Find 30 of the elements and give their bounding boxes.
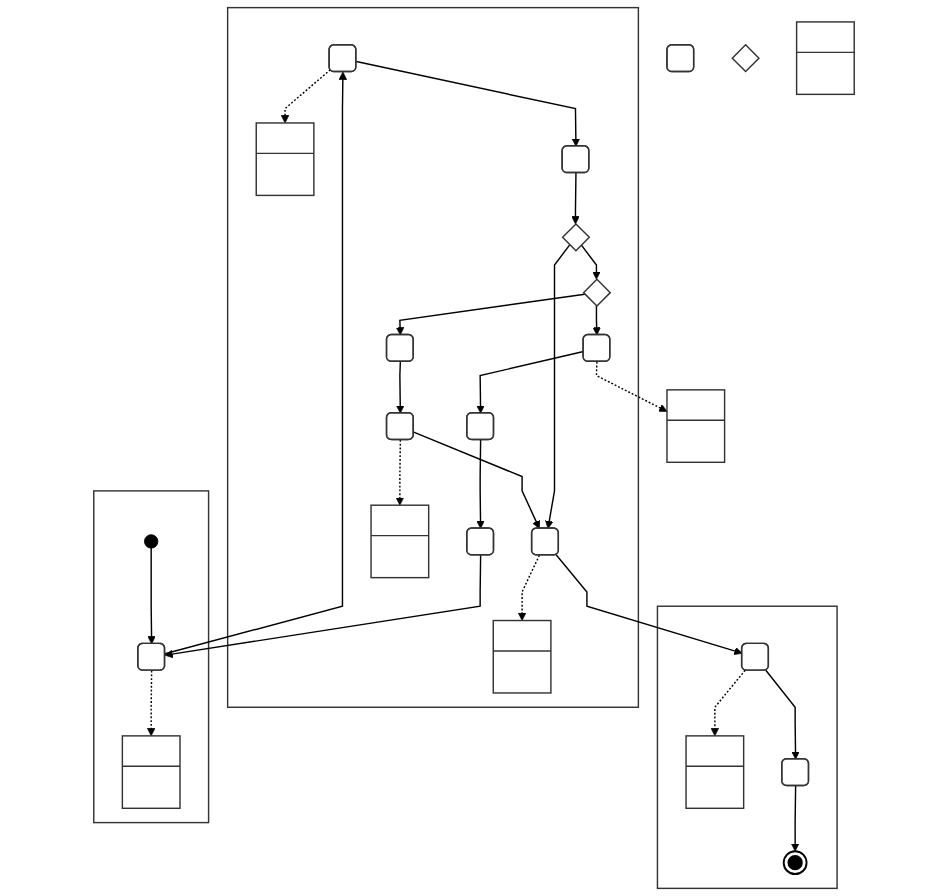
cluster [93, 490, 210, 824]
arrow [476, 439, 485, 529]
arrow [147, 547, 156, 645]
node-diamond [582, 278, 612, 307]
arrow [710, 669, 746, 737]
arrow [412, 431, 541, 529]
arrow [355, 60, 581, 147]
arrow [476, 350, 585, 414]
node-circle [782, 850, 808, 876]
arrow [765, 669, 800, 760]
cluster [656, 605, 838, 890]
arrow [395, 293, 586, 336]
arrow [147, 669, 156, 737]
arrow [517, 554, 541, 621]
arrow [790, 785, 800, 852]
node-diamond [731, 43, 760, 73]
arrow [280, 69, 332, 124]
arrow [555, 554, 743, 656]
arrow [396, 361, 405, 414]
arrow [545, 244, 571, 529]
node-circle [144, 534, 159, 549]
node-diamond [561, 223, 591, 252]
arrow [571, 172, 580, 225]
arrow [164, 71, 348, 655]
cluster [226, 6, 640, 708]
arrow [592, 305, 601, 336]
arrow [395, 439, 405, 506]
arrow [595, 361, 668, 412]
arrow [580, 244, 601, 280]
arrow [164, 554, 482, 659]
